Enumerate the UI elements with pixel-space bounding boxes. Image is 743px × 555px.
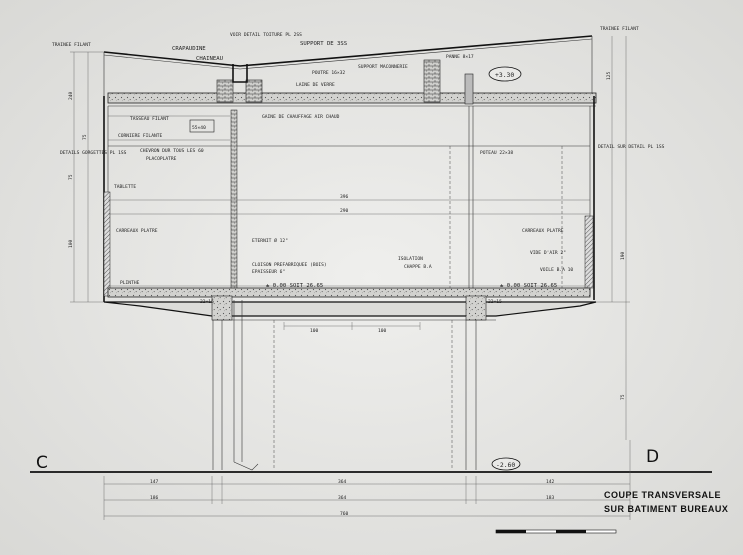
label-small-box: 55×40 [192,125,206,131]
floor-slab [103,287,597,321]
label-poteau: POTEAU 22×38 [480,150,513,156]
label-laine-de-verre: LAINE DE VERRE [296,82,335,88]
level-roof-label: +3.30 [495,71,514,79]
label-chevron: CHEVRON DUR TOUS LES 60 [140,148,204,154]
level-marker-ground [491,457,521,471]
level-floor-left-label: ± 0.00 SOIT 26.65 [266,283,323,289]
label-placoplatre: PLACOPLATRE [146,156,177,162]
label-crapaudine: CRAPAUDINE [172,46,206,52]
dim-row1-a: 147 [150,479,159,485]
label-poutre: POUTRE 16×32 [312,70,345,76]
level-marker-roof [488,66,522,82]
dimension-lines [70,36,631,520]
pilotis [212,300,477,471]
dim-slab-a: 100 [310,328,319,334]
dim-right-v1: 125 [606,71,612,80]
dim-row1-c: 142 [546,479,555,485]
scale-bar [495,529,617,534]
dim-inner2: 290 [340,208,349,214]
label-gaine: GAINE DE CHAUFFAGE AIR CHAUD [262,114,340,120]
label-detail-left: DETAILS GORGETTES PL 1SS [60,150,127,156]
dim-right-v2: 190 [620,251,626,260]
label-carreaux-left: CARREAUX PLATRE [116,228,158,234]
label-beam-left: 22×15 [200,299,214,305]
dim-inner: 396 [340,194,349,200]
dim-right-v3: 75 [620,394,626,400]
label-chape: CHAPPE B.A [404,264,432,270]
label-corniere: CORNIERE FILANTE [118,133,162,139]
dim-left-v1: 240 [68,91,74,100]
label-vide-air: VIDE D'AIR 2" [530,250,566,256]
dim-row1-b: 364 [338,479,347,485]
level-ground-label: -2.60 [496,461,515,469]
roof-structure [103,35,597,107]
label-plinthe: PLINTHE [120,280,140,286]
label-isolation: ISOLATION [398,256,423,262]
label-support-maconnerie: SUPPORT MACONNERIE [358,64,408,70]
label-cloison: CLOISON PREFABRIQUEE (BOIS) [252,262,327,268]
label-eternit: ETERNIT Ø 12" [252,237,288,244]
label-support-de: SUPPORT DE 3SS [300,41,347,47]
dim-left-v3: 100 [68,239,74,248]
section-letter-d: D [646,447,659,467]
dim-row2-a: 186 [150,495,159,501]
walls [103,96,595,302]
dim-total: 760 [340,511,349,517]
label-trainee-right: TRAINEE FILANT [600,26,639,32]
drawing-title-line2: SUR BATIMENT BUREAUX [604,504,728,514]
dim-row2-c: 183 [546,495,555,501]
label-panne: PANNE 8×17 [446,54,474,60]
label-tasseau: TASSEAU FILANT [130,116,169,122]
dim-slab-b: 100 [378,328,387,334]
label-detail-right: DETAIL SUR DETAIL PL 1SS [598,144,665,150]
label-voir-detail: VOIR DETAIL TOITURE PL 2SS [230,32,302,38]
section-letter-c: C [36,453,48,473]
level-floor-label: ± 0.00 SOIT 26.65 [500,283,557,289]
label-trainee-left: TRAINEE FILANT [52,42,91,48]
label-carreaux-right: CARREAUX PLATRE [522,228,564,234]
label-epaisseur: EPAISSEUR 6" [252,269,285,275]
label-chaineau: CHAINEAU [196,56,223,62]
dim-row2-b: 364 [338,495,347,501]
dim-left-v4: 75 [82,134,88,140]
label-voile: VOILE B.A 10 [540,267,573,273]
label-tablette: TABLETTE [114,184,136,190]
drawing-title-line1: COUPE TRANSVERSALE [604,490,721,500]
dim-left-v2: 75 [68,174,74,180]
label-beam-right: 22×15 [488,299,502,305]
